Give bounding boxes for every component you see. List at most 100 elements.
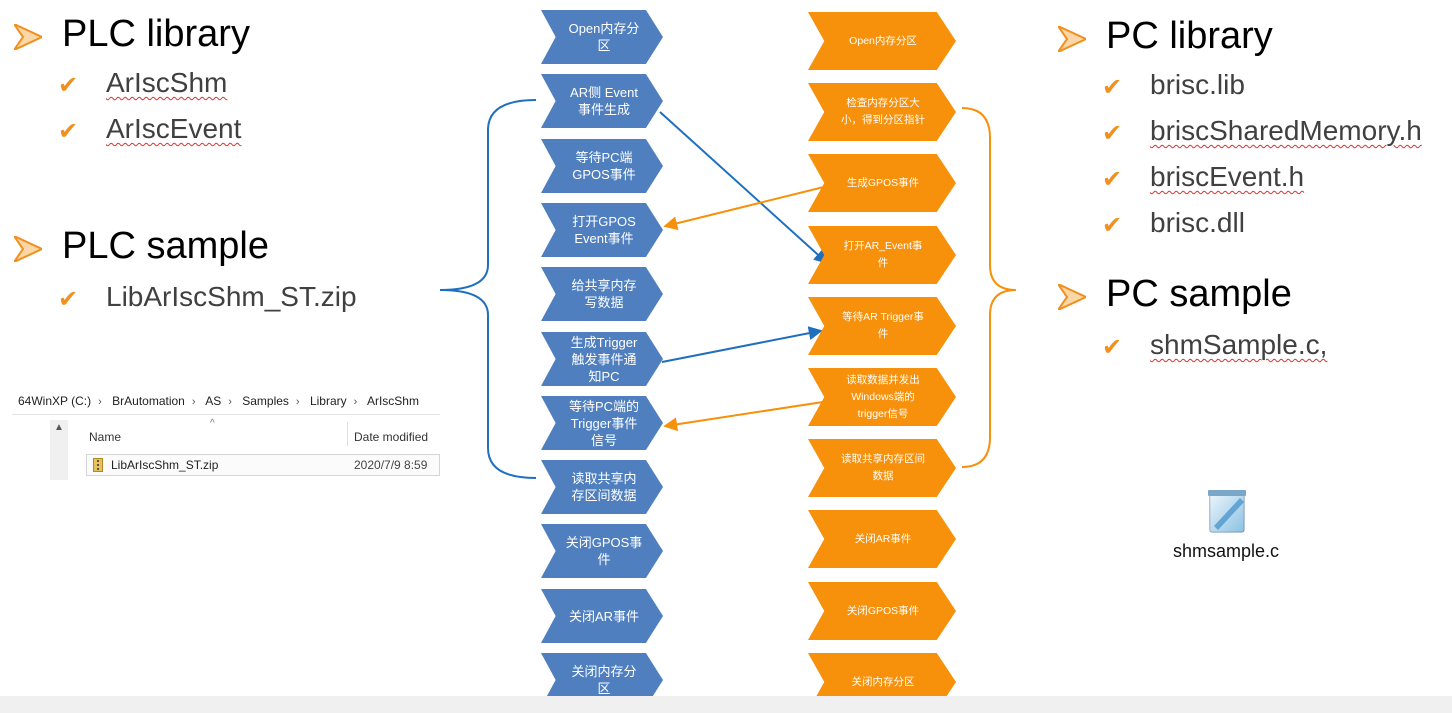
list-item: ✔ brisc.lib — [1102, 68, 1422, 102]
pc-library-heading: PC library — [1058, 14, 1358, 58]
checkmark-icon: ✔ — [1102, 334, 1123, 361]
step-text: 数据 — [872, 470, 894, 482]
scrollbar[interactable]: ▲ — [50, 420, 68, 480]
list-item: ✔ brisc.dll — [1102, 206, 1422, 240]
plc-step: 关闭AR事件 — [541, 589, 663, 643]
step-text: Open内存分 — [568, 21, 640, 36]
list-item: ✔ briscSharedMemory.h — [1102, 114, 1447, 148]
plc-step: 等待PC端 GPOS事件 — [541, 139, 663, 193]
file-explorer-snippet: 64WinXP (C:) › BrAutomation › AS › Samples ›… — [12, 390, 440, 482]
step-text: 件 — [877, 257, 889, 269]
step-text: 给共享内存 — [571, 278, 637, 293]
step-text: 生成GPOS事件 — [846, 176, 920, 189]
plc-step: 读取共享内存区间数据 — [541, 460, 663, 514]
list-item: ✔ shmSample.c, — [1102, 328, 1422, 362]
plc-step: 给共享内存写数据 — [541, 267, 663, 321]
scroll-up-icon[interactable]: ▲ — [54, 422, 64, 433]
file-icon-label: shmsample.c — [1172, 541, 1280, 561]
plc-sample-heading: PLC sample — [14, 224, 314, 268]
pc-step: 生成GPOS事件 — [808, 154, 956, 212]
step-text: Trigger事件 — [570, 415, 638, 431]
step-text: 等待PC端 — [575, 150, 633, 165]
checkmark-icon: ✔ — [1102, 120, 1123, 147]
step-text: 生成Trigger — [570, 334, 638, 350]
step-text: 件 — [597, 552, 611, 567]
list-item: ✔ briscEvent.h — [1102, 160, 1422, 194]
checkmark-icon: ✔ — [1102, 212, 1123, 239]
column-header-date[interactable]: Date modified — [354, 430, 429, 444]
pc-sample-heading: PC sample — [1058, 272, 1358, 316]
step-text: Event事件 — [574, 231, 634, 246]
arrow-bullet-icon — [1058, 284, 1086, 310]
divider — [12, 414, 440, 415]
list-item: ✔ ArIscEvent — [58, 112, 318, 146]
step-text: 检查内存分区大 — [846, 97, 920, 109]
step-text: 关闭AR事件 — [854, 532, 912, 545]
zip-file-icon — [93, 458, 103, 472]
checkmark-icon: ✔ — [58, 72, 79, 99]
step-text: 区 — [597, 38, 611, 53]
arrow-bullet-icon — [14, 236, 42, 262]
step-text: 事件生成 — [577, 102, 630, 117]
step-text: 读取共享内 — [571, 471, 637, 486]
pc-step: 关闭GPOS事件 — [808, 582, 956, 640]
checkmark-icon: ✔ — [58, 118, 79, 145]
step-text: 信号 — [590, 432, 617, 448]
column-divider[interactable] — [347, 422, 348, 446]
chevron-right-icon: › — [353, 396, 358, 408]
pc-step: 等待AR Trigger事件 — [808, 297, 956, 355]
step-text: Windows端的 — [851, 390, 915, 403]
plc-bracket — [439, 99, 537, 479]
file-row[interactable]: LibArIscShm_ST.zip 2020/7/9 8:59 — [86, 454, 440, 476]
arrow-windows-trigger-to-plc — [663, 399, 837, 432]
arrow-bullet-icon — [14, 24, 42, 50]
sort-caret-icon: ^ — [210, 418, 215, 429]
breadcrumb-item[interactable]: AS — [205, 394, 222, 408]
pc-step: Open内存分区 — [808, 12, 956, 70]
step-text: 关闭GPOS事件 — [846, 604, 920, 617]
breadcrumb-item[interactable]: Library — [309, 394, 347, 408]
chevron-right-icon: › — [98, 396, 102, 408]
file-name: LibArIscShm_ST.zip — [111, 458, 219, 472]
step-text: 写数据 — [584, 295, 624, 310]
pc-step: 打开AR_Event事件 — [808, 226, 956, 284]
step-text: trigger信号 — [857, 407, 909, 420]
step-text: 关闭GPOS事 — [565, 535, 643, 550]
step-text: 区 — [597, 681, 611, 696]
pc-step: 读取共享内存区间数据 — [808, 439, 956, 497]
plc-library-heading: PLC library — [14, 12, 314, 56]
breadcrumb-item[interactable]: BrAutomation — [112, 394, 185, 408]
chevron-right-icon: › — [295, 396, 300, 408]
bottom-bar — [0, 696, 1452, 713]
step-text: 等待PC端的 — [568, 398, 640, 414]
breadcrumb-item[interactable]: Samples — [242, 394, 289, 408]
breadcrumb-item[interactable]: 64WinXP (C:) — [18, 394, 92, 408]
step-text: 关闭内存分 — [571, 664, 637, 679]
chevron-right-icon: › — [191, 396, 196, 408]
step-text: 读取共享内存区间 — [841, 453, 925, 465]
checkmark-icon: ✔ — [1102, 74, 1123, 101]
list-item: ✔ ArIscShm — [58, 66, 318, 100]
step-text: 关闭内存分区 — [851, 675, 915, 688]
pc-step: 检查内存分区大小，得到分区指针 — [808, 83, 956, 141]
arrow-ar-event-to-pc — [659, 111, 829, 264]
breadcrumb-item[interactable]: ArIscShm — [366, 394, 419, 408]
step-text: 关闭AR事件 — [568, 608, 640, 624]
step-text: 存区间数据 — [571, 488, 637, 503]
checkmark-icon: ✔ — [1102, 166, 1123, 193]
column-header-name[interactable]: Name — [89, 430, 122, 444]
notepad-file-icon[interactable] — [1200, 488, 1252, 534]
step-text: 打开GPOS — [572, 214, 636, 229]
step-text: 打开AR_Event事 — [843, 240, 923, 252]
arrow-bullet-icon — [1058, 26, 1086, 52]
plc-step: Open内存分区 — [541, 10, 663, 64]
breadcrumb: 64WinXP (C:) › BrAutomation › AS › Samples ›… — [18, 394, 426, 408]
step-text: Open内存分区 — [849, 34, 917, 47]
step-text: AR侧 Event — [570, 85, 638, 100]
step-text: GPOS事件 — [572, 167, 636, 182]
arrow-gpos-to-plc — [663, 183, 837, 231]
